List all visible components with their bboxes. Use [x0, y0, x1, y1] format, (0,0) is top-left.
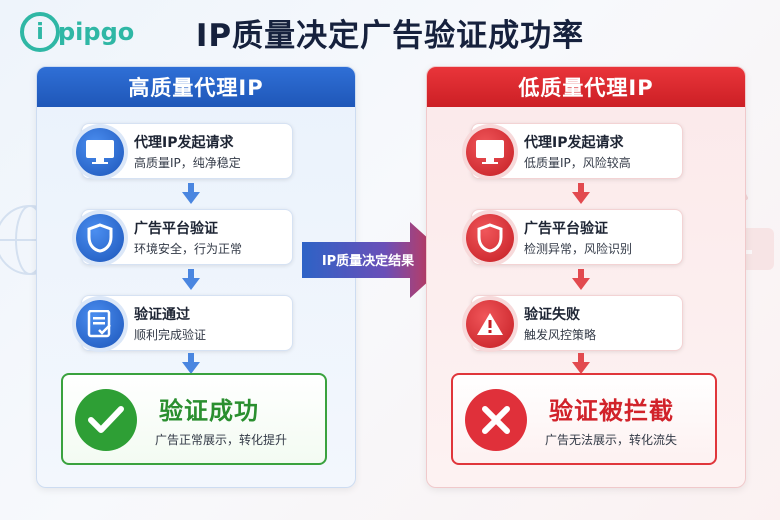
step-subtitle: 低质量IP，风险较高 — [524, 156, 631, 170]
step-subtitle: 环境安全，行为正常 — [134, 242, 243, 256]
down-arrow-icon — [182, 353, 200, 374]
step-verify: 广告平台验证 环境安全，行为正常 — [76, 209, 293, 265]
result-success: 验证成功 广告正常展示，转化提升 — [61, 373, 327, 465]
result-title: 验证成功 — [159, 397, 259, 425]
result-subtitle: 广告正常展示，转化提升 — [155, 433, 288, 447]
step-request: 代理IP发起请求 低质量IP，风险较高 — [466, 123, 683, 179]
step-title: 广告平台验证 — [134, 221, 218, 237]
result-title: 验证被拦截 — [549, 397, 674, 425]
monitor-icon — [76, 128, 124, 176]
down-arrow-icon — [572, 269, 590, 290]
panel-header: 高质量代理IP — [37, 67, 355, 107]
step-subtitle: 检测异常，风险识别 — [524, 242, 633, 256]
step-title: 广告平台验证 — [524, 221, 608, 237]
panel-header: 低质量代理IP — [427, 67, 745, 107]
down-arrow-icon — [572, 183, 590, 204]
page-title: IP质量决定广告验证成功率 — [195, 18, 585, 54]
monitor-icon — [466, 128, 514, 176]
center-arrow-label: IP质量决定结果 — [321, 254, 415, 269]
step-fail: 验证失败 触发风控策略 — [466, 295, 683, 351]
warning-icon — [466, 300, 514, 348]
x-icon — [465, 389, 527, 451]
check-icon — [75, 389, 137, 451]
logo-text-visible: pipgo — [58, 18, 135, 46]
low-quality-panel: 低质量代理IP 代理IP发起请求 低质量IP，风险较高 广告平台验证 检测异常，… — [426, 66, 746, 488]
step-subtitle: 高质量IP，纯净稳定 — [134, 156, 241, 170]
down-arrow-icon — [572, 353, 590, 374]
down-arrow-icon — [182, 183, 200, 204]
step-title: 验证通过 — [134, 307, 190, 323]
checklist-icon — [76, 300, 124, 348]
step-request: 代理IP发起请求 高质量IP，纯净稳定 — [76, 123, 293, 179]
step-subtitle: 触发风控策略 — [524, 328, 597, 342]
step-verify: 广告平台验证 检测异常，风险识别 — [466, 209, 683, 265]
center-arrow-icon — [302, 222, 452, 298]
result-subtitle: 广告无法展示，转化流失 — [545, 433, 678, 447]
step-subtitle: 顺利完成验证 — [134, 328, 207, 342]
step-pass: 验证通过 顺利完成验证 — [76, 295, 293, 351]
step-title: 代理IP发起请求 — [524, 135, 624, 151]
logo-ring-icon: i — [20, 12, 60, 52]
shield-icon — [466, 214, 514, 262]
step-title: 验证失败 — [524, 307, 580, 323]
shield-icon — [76, 214, 124, 262]
result-blocked: 验证被拦截 广告无法展示，转化流失 — [451, 373, 717, 465]
step-title: 代理IP发起请求 — [134, 135, 234, 151]
down-arrow-icon — [182, 269, 200, 290]
